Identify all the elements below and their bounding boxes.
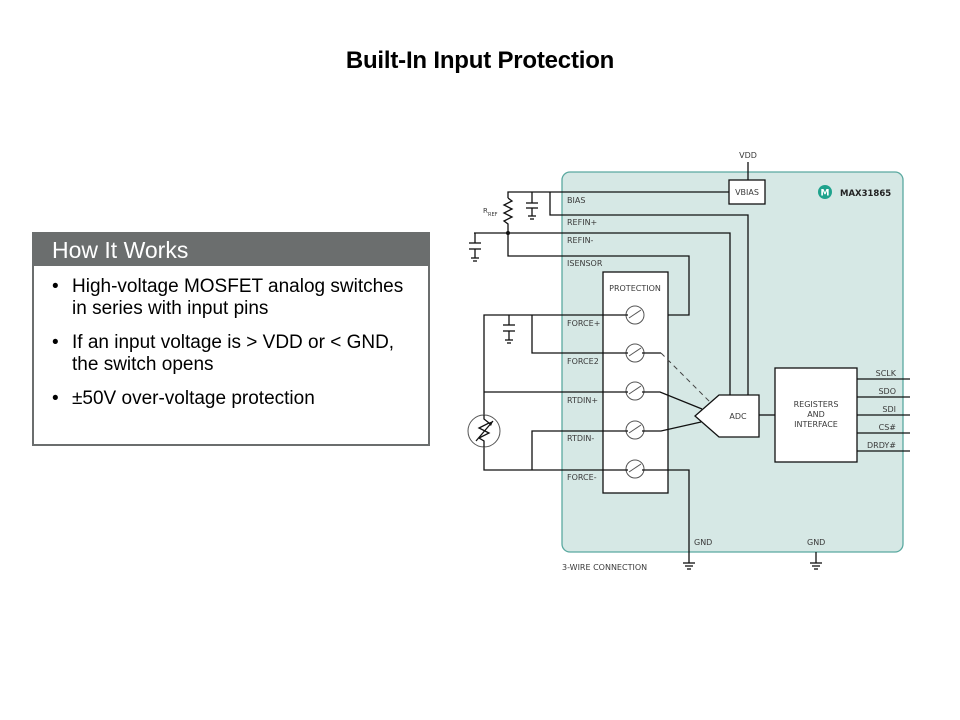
pin-label-sdo: SDO xyxy=(878,387,896,396)
refin-plus-wire xyxy=(549,192,749,395)
bias-capacitor-icon xyxy=(526,192,538,220)
bullet-icon: • xyxy=(52,388,59,409)
vdd-label: VDD xyxy=(739,151,757,160)
vbias-label: VBIAS xyxy=(735,188,759,197)
switch-rtdin-plus-icon xyxy=(625,381,645,401)
pin-label-rtdin-plus: RTDIN+ xyxy=(567,396,598,405)
force2-dashed-wire xyxy=(660,352,713,405)
pin-label-cs: CS# xyxy=(879,423,897,432)
list-item: • If an input voltage is > VDD or < GND, … xyxy=(34,332,428,376)
pin-label-drdy: DRDY# xyxy=(867,441,896,450)
rtd-sensor-icon xyxy=(467,414,501,448)
pin-label-sdi: SDI xyxy=(882,405,896,414)
pin-label-sclk: SCLK xyxy=(876,369,897,378)
list-item: • ±50V over-voltage protection xyxy=(34,388,428,410)
pin-label-force2: FORCE2 xyxy=(567,357,599,366)
pin-label-refin-plus: REFIN+ xyxy=(567,218,597,227)
rtdin-plus-to-adc-wire xyxy=(642,391,703,410)
maxim-logo-icon xyxy=(818,185,832,199)
pin-label-force-plus: FORCE+ xyxy=(567,319,600,328)
pin-label-rtdin-minus: RTDIN- xyxy=(567,434,594,443)
force-plus-wire xyxy=(483,314,628,415)
refin-minus-wire xyxy=(474,232,731,395)
bullet-icon: • xyxy=(52,332,59,353)
list-item: • High-voltage MOSFET analog switches in … xyxy=(34,276,428,320)
force2-wire xyxy=(531,315,628,354)
vbias-block xyxy=(728,179,766,205)
list-item-text: ±50V over-voltage protection xyxy=(72,388,315,409)
ground-icon xyxy=(683,562,695,570)
registers-label-line1: REGISTERS xyxy=(794,400,839,409)
pin-label-refin-minus: REFIN- xyxy=(567,236,594,245)
rtdin-minus-to-adc-wire xyxy=(642,421,702,432)
adc-label: ADC xyxy=(729,412,747,421)
diagram-caption: 3-WIRE CONNECTION xyxy=(562,563,647,572)
bullet-icon: • xyxy=(52,276,59,297)
isensor-wire xyxy=(507,233,690,316)
refin-capacitor-icon xyxy=(469,233,481,262)
junction-dot xyxy=(506,231,510,235)
pin-label-isensor: ISENSOR xyxy=(567,259,603,268)
force-capacitor-icon xyxy=(503,315,515,344)
how-it-works-panel: How It Works • High-voltage MOSFET analog… xyxy=(32,232,430,446)
rtdin-minus-wire xyxy=(531,430,628,470)
gnd-label-2: GND xyxy=(807,538,825,547)
how-it-works-list: • High-voltage MOSFET analog switches in … xyxy=(34,276,428,422)
registers-block xyxy=(774,367,858,463)
force-minus-gnd-wire xyxy=(642,469,690,563)
bias-wire xyxy=(507,191,729,198)
adc-block xyxy=(694,394,760,438)
list-item-text: High-voltage MOSFET analog switches in s… xyxy=(72,276,404,319)
rref-subscript: REF xyxy=(488,212,498,218)
slide-title: Built-In Input Protection xyxy=(345,47,615,74)
ground-icon xyxy=(810,552,822,570)
pin-label-force-minus: FORCE- xyxy=(567,473,597,482)
chip-name: MAX31865 xyxy=(840,189,891,199)
switch-rtdin-minus-icon xyxy=(625,420,645,440)
how-it-works-header: How It Works xyxy=(34,234,428,266)
list-item-text: If an input voltage is > VDD or < GND, t… xyxy=(72,332,395,375)
maxim-logo-glyph: M xyxy=(821,189,830,199)
switch-force-minus-icon xyxy=(625,459,645,479)
rref-resistor-icon xyxy=(502,197,514,233)
registers-label-line3: INTERFACE xyxy=(794,420,838,429)
protection-label: PROTECTION xyxy=(609,284,661,293)
registers-label-line2: AND xyxy=(807,410,825,419)
pin-label-bias: BIAS xyxy=(567,196,585,205)
gnd-label-1: GND xyxy=(694,538,712,547)
rref-label: R xyxy=(483,207,488,215)
force-minus-wire xyxy=(483,447,628,471)
